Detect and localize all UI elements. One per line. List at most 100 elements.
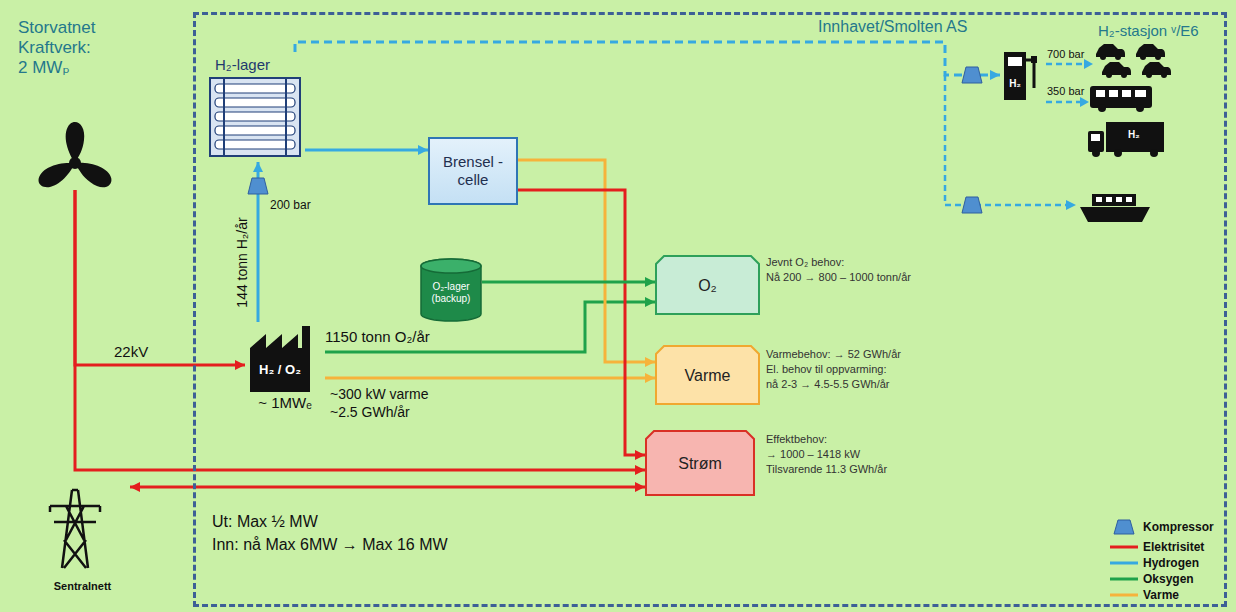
connector-line: [305, 149, 428, 152]
bus-icon: [1090, 86, 1152, 112]
label-slot: Tilsvarende 11.3 GWh/år: [766, 463, 887, 476]
arrowhead: [635, 482, 645, 492]
arrowhead: [990, 70, 1000, 80]
edge-label-slot: 22kV: [114, 343, 148, 361]
heat-note: ~2.5 GWh/år: [330, 404, 410, 421]
ship-icon: [1080, 194, 1150, 222]
heat-demand-box: Varme: [655, 345, 760, 405]
edge-label: 144 tonn H₂/år: [234, 217, 251, 307]
label-slot: Varmebehov: → 52 GWh/år: [766, 348, 901, 361]
demand-note: nå 2-3 → 4.5-5.5 GWh/år: [766, 378, 890, 391]
label-slot: Ut: Max ½ MW: [212, 512, 318, 531]
flow-connector: [295, 42, 1000, 80]
legend-text: Oksygen: [1143, 572, 1194, 586]
pressure-note: 350 bar: [1047, 85, 1084, 98]
compressor-symbol: [248, 178, 268, 194]
demand-label: Strøm: [653, 454, 747, 473]
cylinder-top: [421, 259, 481, 273]
label-slot: Effektbehov:: [766, 433, 827, 446]
oxygen-demand-box: O₂: [655, 255, 760, 315]
flow-connector: [75, 190, 245, 370]
compressor-symbol: [962, 67, 982, 83]
edge-label-slot: 144 tonn H₂/år: [234, 217, 251, 307]
pylon-icon: [50, 490, 100, 568]
branch-arrowhead: [1066, 59, 1093, 210]
truck-icon: [1088, 122, 1164, 157]
arrowhead: [130, 482, 140, 492]
label-slot: Inn: nå Max 6MW → Max 16 MW: [212, 535, 448, 554]
hydrogen-storage: H₂-lager: [205, 52, 305, 162]
grid-note: Ut: Max ½ MW: [212, 512, 318, 531]
turbine-icon: [35, 122, 115, 192]
demand-note: Jevnt O₂ behov:: [766, 256, 844, 269]
legend-text: Hydrogen: [1143, 556, 1199, 570]
legend-text: Elektrisitet: [1143, 540, 1204, 554]
label-slot: H₂-stasjon ᵛ/E6: [1098, 22, 1199, 40]
label-slot: → 1000 – 1418 kW: [766, 448, 860, 461]
heat-note: ~300 kW varme: [330, 386, 428, 403]
edge-label: 1150 tonn O₂/år: [325, 328, 430, 346]
demand-note: Varmebehov: → 52 GWh/år: [766, 348, 901, 361]
arrowhead: [645, 357, 655, 367]
factory-icon: [250, 326, 310, 392]
demand-label: O₂: [663, 276, 752, 295]
grid-pylon: Sentralnett: [35, 478, 130, 593]
fuel-cell-box: Brensel -celle: [428, 137, 518, 205]
label-slot: Nå 200 → 800 – 1000 tonn/år: [766, 271, 911, 284]
station-title: H₂-stasjon ᵛ/E6: [1098, 22, 1199, 40]
connector-line: [325, 377, 655, 380]
legend-text: Kompressor: [1143, 520, 1214, 534]
legend-text: Varme: [1143, 588, 1179, 602]
arrowhead: [235, 360, 245, 370]
connector-line: [295, 42, 1000, 75]
legend-slot: Oksygen: [1143, 572, 1194, 586]
power-plant: Storvatnet Kraftverk: 2 MWₚ: [12, 14, 138, 190]
power-rating: ~ 1MWₑ: [245, 394, 325, 412]
demand-note: → 1000 – 1418 kW: [766, 448, 860, 461]
legend-samples: [1110, 520, 1138, 595]
label-slot: 200 bar: [270, 198, 311, 212]
grid-note: Inn: nå Max 6MW → Max 16 MW: [212, 535, 448, 554]
hydrogen-branch: [945, 64, 1086, 205]
label-slot: ~300 kW varme: [330, 386, 428, 403]
tab-shape: [656, 256, 759, 314]
compressor-symbol: [962, 197, 982, 213]
label-slot: El. behov til oppvarming:: [766, 363, 886, 376]
flow-connector: [75, 190, 645, 475]
flow-connector: [518, 190, 645, 460]
label-slot: nå 2-3 → 4.5-5.5 GWh/år: [766, 378, 890, 391]
cylinder-body: [421, 259, 481, 321]
legend-slot: Kompressor: [1143, 520, 1214, 534]
label-slot: 350 bar: [1047, 85, 1084, 98]
truck-marking: H₂: [1128, 129, 1140, 141]
demand-note: Effektbehov:: [766, 433, 827, 446]
pressure-note: 700 bar: [1047, 48, 1084, 61]
flow-connector: [482, 277, 655, 287]
connector-line: [130, 486, 645, 489]
demand-note: Nå 200 → 800 – 1000 tonn/år: [766, 271, 911, 284]
edge-label-slot: 1150 tonn O₂/år: [325, 328, 430, 346]
region-title: Innhavet/Smolten AS: [818, 17, 967, 36]
demand-note: El. behov til oppvarming:: [766, 363, 886, 376]
pump-label: H₂: [1004, 78, 1026, 90]
electrolyser: H₂ / O₂ ~ 1MWₑ: [245, 322, 325, 414]
storage-rack-icon: [210, 78, 300, 156]
tab-shape: [646, 431, 754, 495]
factory-label: H₂ / O₂: [250, 362, 310, 378]
arrowhead: [645, 373, 655, 383]
connector-line: [75, 190, 245, 365]
pump-icon: [1004, 52, 1037, 100]
connector-line: [482, 281, 655, 284]
tank-label: O₂-lager (backup): [422, 281, 480, 305]
arrowhead: [418, 145, 428, 155]
plant-title: Storvatnet Kraftverk: 2 MWₚ: [18, 18, 100, 78]
flow-connector: [130, 482, 645, 492]
car-icon: [1096, 44, 1171, 78]
box-label: Brensel -celle: [434, 153, 512, 189]
oxygen-tank: O₂-lager (backup): [420, 258, 482, 322]
demand-label: Varme: [663, 366, 752, 385]
power-demand-box: Strøm: [645, 430, 755, 496]
label-slot: 700 bar: [1047, 48, 1084, 61]
legend-slot: Varme: [1143, 588, 1179, 602]
fuel-pump: H₂: [1000, 50, 1044, 102]
